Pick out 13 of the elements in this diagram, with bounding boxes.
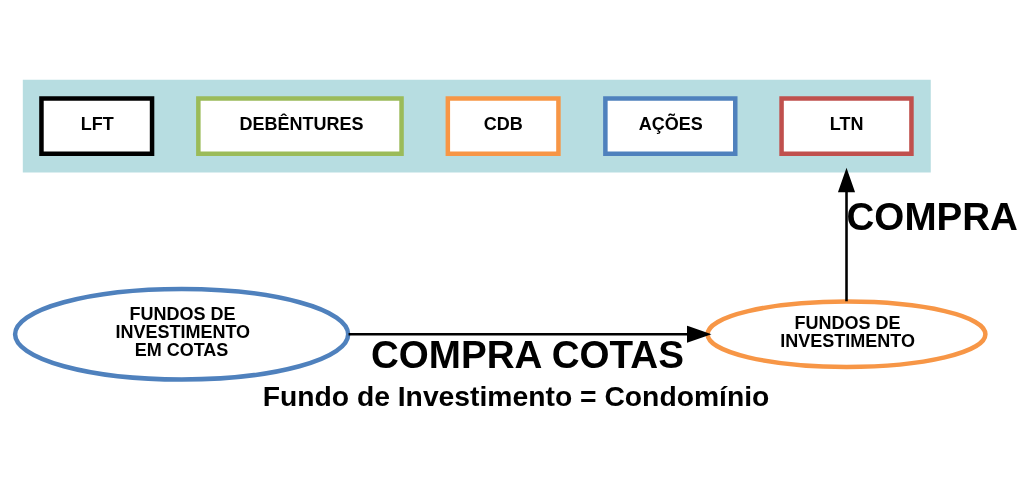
arrow	[837, 167, 856, 301]
node-ellipse: FUNDOS DE INVESTIMENTO	[705, 298, 988, 369]
arrow	[348, 325, 712, 343]
node-box: DEBÊNTURES	[196, 95, 404, 156]
caption: Fundo de Investimento = Condomínio	[262, 379, 770, 412]
node-box: LTN	[779, 95, 914, 156]
node-ellipse: FUNDOS DE INVESTIMENTO EM COTAS	[12, 286, 351, 382]
node-box: CDB	[445, 95, 561, 156]
cluster	[22, 79, 931, 172]
edge-label: COMPRA COTAS	[371, 332, 684, 376]
node-box: LFT	[39, 95, 155, 156]
edge-label: COMPRA	[846, 194, 1018, 238]
node-box: AÇÕES	[603, 95, 738, 156]
